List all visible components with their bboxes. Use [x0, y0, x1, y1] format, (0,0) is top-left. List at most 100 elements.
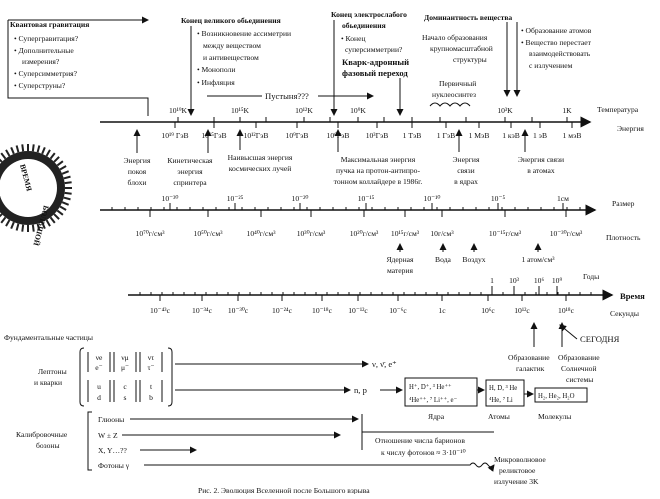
sun-ray	[36, 145, 41, 153]
density-note: Воздух	[462, 255, 485, 264]
energy-note: Энергия	[124, 156, 151, 165]
energy-tick-label: 10¹⁹ ГэВ	[161, 131, 188, 140]
time-tick-label: 10¹⁸с	[558, 306, 575, 315]
sun-ray	[15, 223, 20, 231]
gauge-bracket	[87, 411, 92, 471]
dom-item: • Образование атомов	[521, 26, 592, 35]
sun-ray	[61, 170, 70, 175]
gluons-label: Глюоны	[98, 415, 124, 424]
qg-title: Квантовая гравитация	[10, 20, 89, 29]
qg-item: • Супергравитация?	[14, 34, 79, 43]
energy-tick-label: 10¹⁵ГэВ	[201, 131, 226, 140]
qg-item: измерения?	[22, 57, 60, 66]
temp-tick-label: 10³K	[497, 106, 513, 115]
time-tick-label: 10⁻⁴³с	[150, 306, 171, 315]
ratio-text: к числу фотонов ≈ 3·10⁻¹⁰	[381, 448, 466, 457]
xy-label: X, Y…??	[98, 446, 127, 455]
temp-tick-label: 10¹⁹K	[169, 106, 188, 115]
gu-item: • Инфляция	[197, 78, 235, 87]
particle-symbol: s	[124, 393, 127, 402]
temp-tick-label: 10¹²K	[295, 106, 313, 115]
energy-note: Кинетическая	[167, 156, 213, 165]
energy-note: Энергия	[453, 155, 480, 164]
gu-item: и антивеществом	[203, 53, 259, 62]
particle-symbol: τ⁻	[147, 363, 154, 372]
atoms-box	[485, 379, 525, 407]
top-annotations: Квантовая гравитация • Супергравитация? …	[7, 10, 592, 116]
density-tick-label: 10⁵⁰г/см³	[194, 229, 224, 238]
prim-line: нуклеосинтез	[432, 90, 476, 99]
time-tick-label: 1с	[438, 306, 446, 315]
sun-ray	[49, 216, 56, 224]
sun-ray	[61, 201, 70, 206]
sun-ray	[45, 149, 51, 157]
particle-symbol: νe	[96, 353, 103, 362]
time-tick-label: 10¹²с	[514, 306, 530, 315]
seconds-label: Секунды	[610, 309, 639, 318]
qg-item: • Суперсимметрия?	[14, 69, 78, 78]
year-tick-label: 10⁹	[552, 276, 563, 285]
size-tick-label: 10⁻⁵	[491, 194, 506, 203]
today-arrow	[559, 324, 578, 340]
nuc-line: крупномасштабной	[430, 44, 493, 53]
sun-ray	[21, 144, 25, 152]
qg-item: • Суперструны?	[14, 81, 66, 90]
energy-note: космических лучей	[229, 164, 292, 173]
sun-ray	[56, 209, 64, 216]
year-tick-label: 10⁶	[534, 276, 545, 285]
ew-item: • Конец	[341, 34, 366, 43]
size-tick-label: 10⁻¹⁵	[358, 194, 375, 203]
energy-tick-label: 1 кэВ	[502, 131, 520, 140]
wz-label: W ± Z	[98, 431, 118, 440]
nuc-line: структуры	[453, 55, 487, 64]
dom-item: • Вещество перестает	[521, 38, 592, 47]
density-note: Вода	[435, 255, 452, 264]
sun-ray	[63, 196, 71, 201]
sun-ray	[53, 213, 60, 220]
energy-note: Максимальная энергия	[341, 155, 416, 164]
energy-tick-label: 10¹²ГэВ	[244, 131, 269, 140]
temp-tick-label: 10¹⁵K	[231, 106, 250, 115]
prim-curly	[429, 102, 471, 107]
particle-bracket-left	[79, 347, 85, 407]
sun-ray	[59, 205, 67, 211]
dom-title: Доминантность вещества	[424, 13, 512, 22]
energy-note: Энергия связи	[518, 155, 564, 164]
sun-ray	[53, 156, 60, 163]
gauge-label: Калибровочные	[16, 430, 68, 439]
cmb-text: реликтовое	[499, 466, 536, 475]
particle-symbol: d	[97, 393, 101, 402]
photons-label: Фотоны γ	[98, 461, 130, 470]
density-tick-label: 10⁻¹⁵г/см³	[489, 229, 522, 238]
size-tick-label: 10⁻²⁵	[227, 194, 244, 203]
time-tick-label: 10⁻²⁴с	[272, 306, 293, 315]
density-label: Плотность	[606, 233, 641, 242]
ew-title: Конец электрослабого	[331, 10, 407, 19]
energy-note: в атомах	[527, 166, 555, 175]
particle-symbol: νμ	[121, 353, 129, 362]
lepton-parens	[87, 352, 163, 372]
ratio-text: Отношение числа барионов	[375, 436, 465, 445]
density-tick-label: 10⁷⁰г/см³	[136, 229, 166, 238]
energy-note: связи	[457, 166, 474, 175]
sun-ray	[31, 144, 35, 152]
year-tick-label: 10³	[509, 276, 520, 285]
sun-ray	[64, 181, 72, 185]
time-tick-label: 10⁻³⁰с	[228, 306, 249, 315]
atoms-text: ⁴He, ⁷ Li	[489, 397, 513, 404]
particle-symbol: μ⁻	[121, 363, 129, 372]
energy-tick-label: 1 ТэВ	[403, 131, 422, 140]
gu-item: • Монополи	[197, 65, 235, 74]
energy-tick-label: 10³ГэВ	[366, 131, 389, 140]
time-tick-label: 10⁶с	[481, 306, 495, 315]
ew-item: суперсимметрии?	[345, 45, 403, 54]
atoms-label: Атомы	[488, 412, 510, 421]
particle-symbol: ντ	[148, 353, 155, 362]
time-tick-label: 10⁻³⁴с	[192, 306, 213, 315]
sun-ray	[5, 149, 11, 157]
molecules-text: H₂, He₂, H₂O	[538, 393, 575, 400]
temp-tick-label: 10⁹K	[350, 106, 366, 115]
particle-symbol: t	[150, 382, 153, 391]
